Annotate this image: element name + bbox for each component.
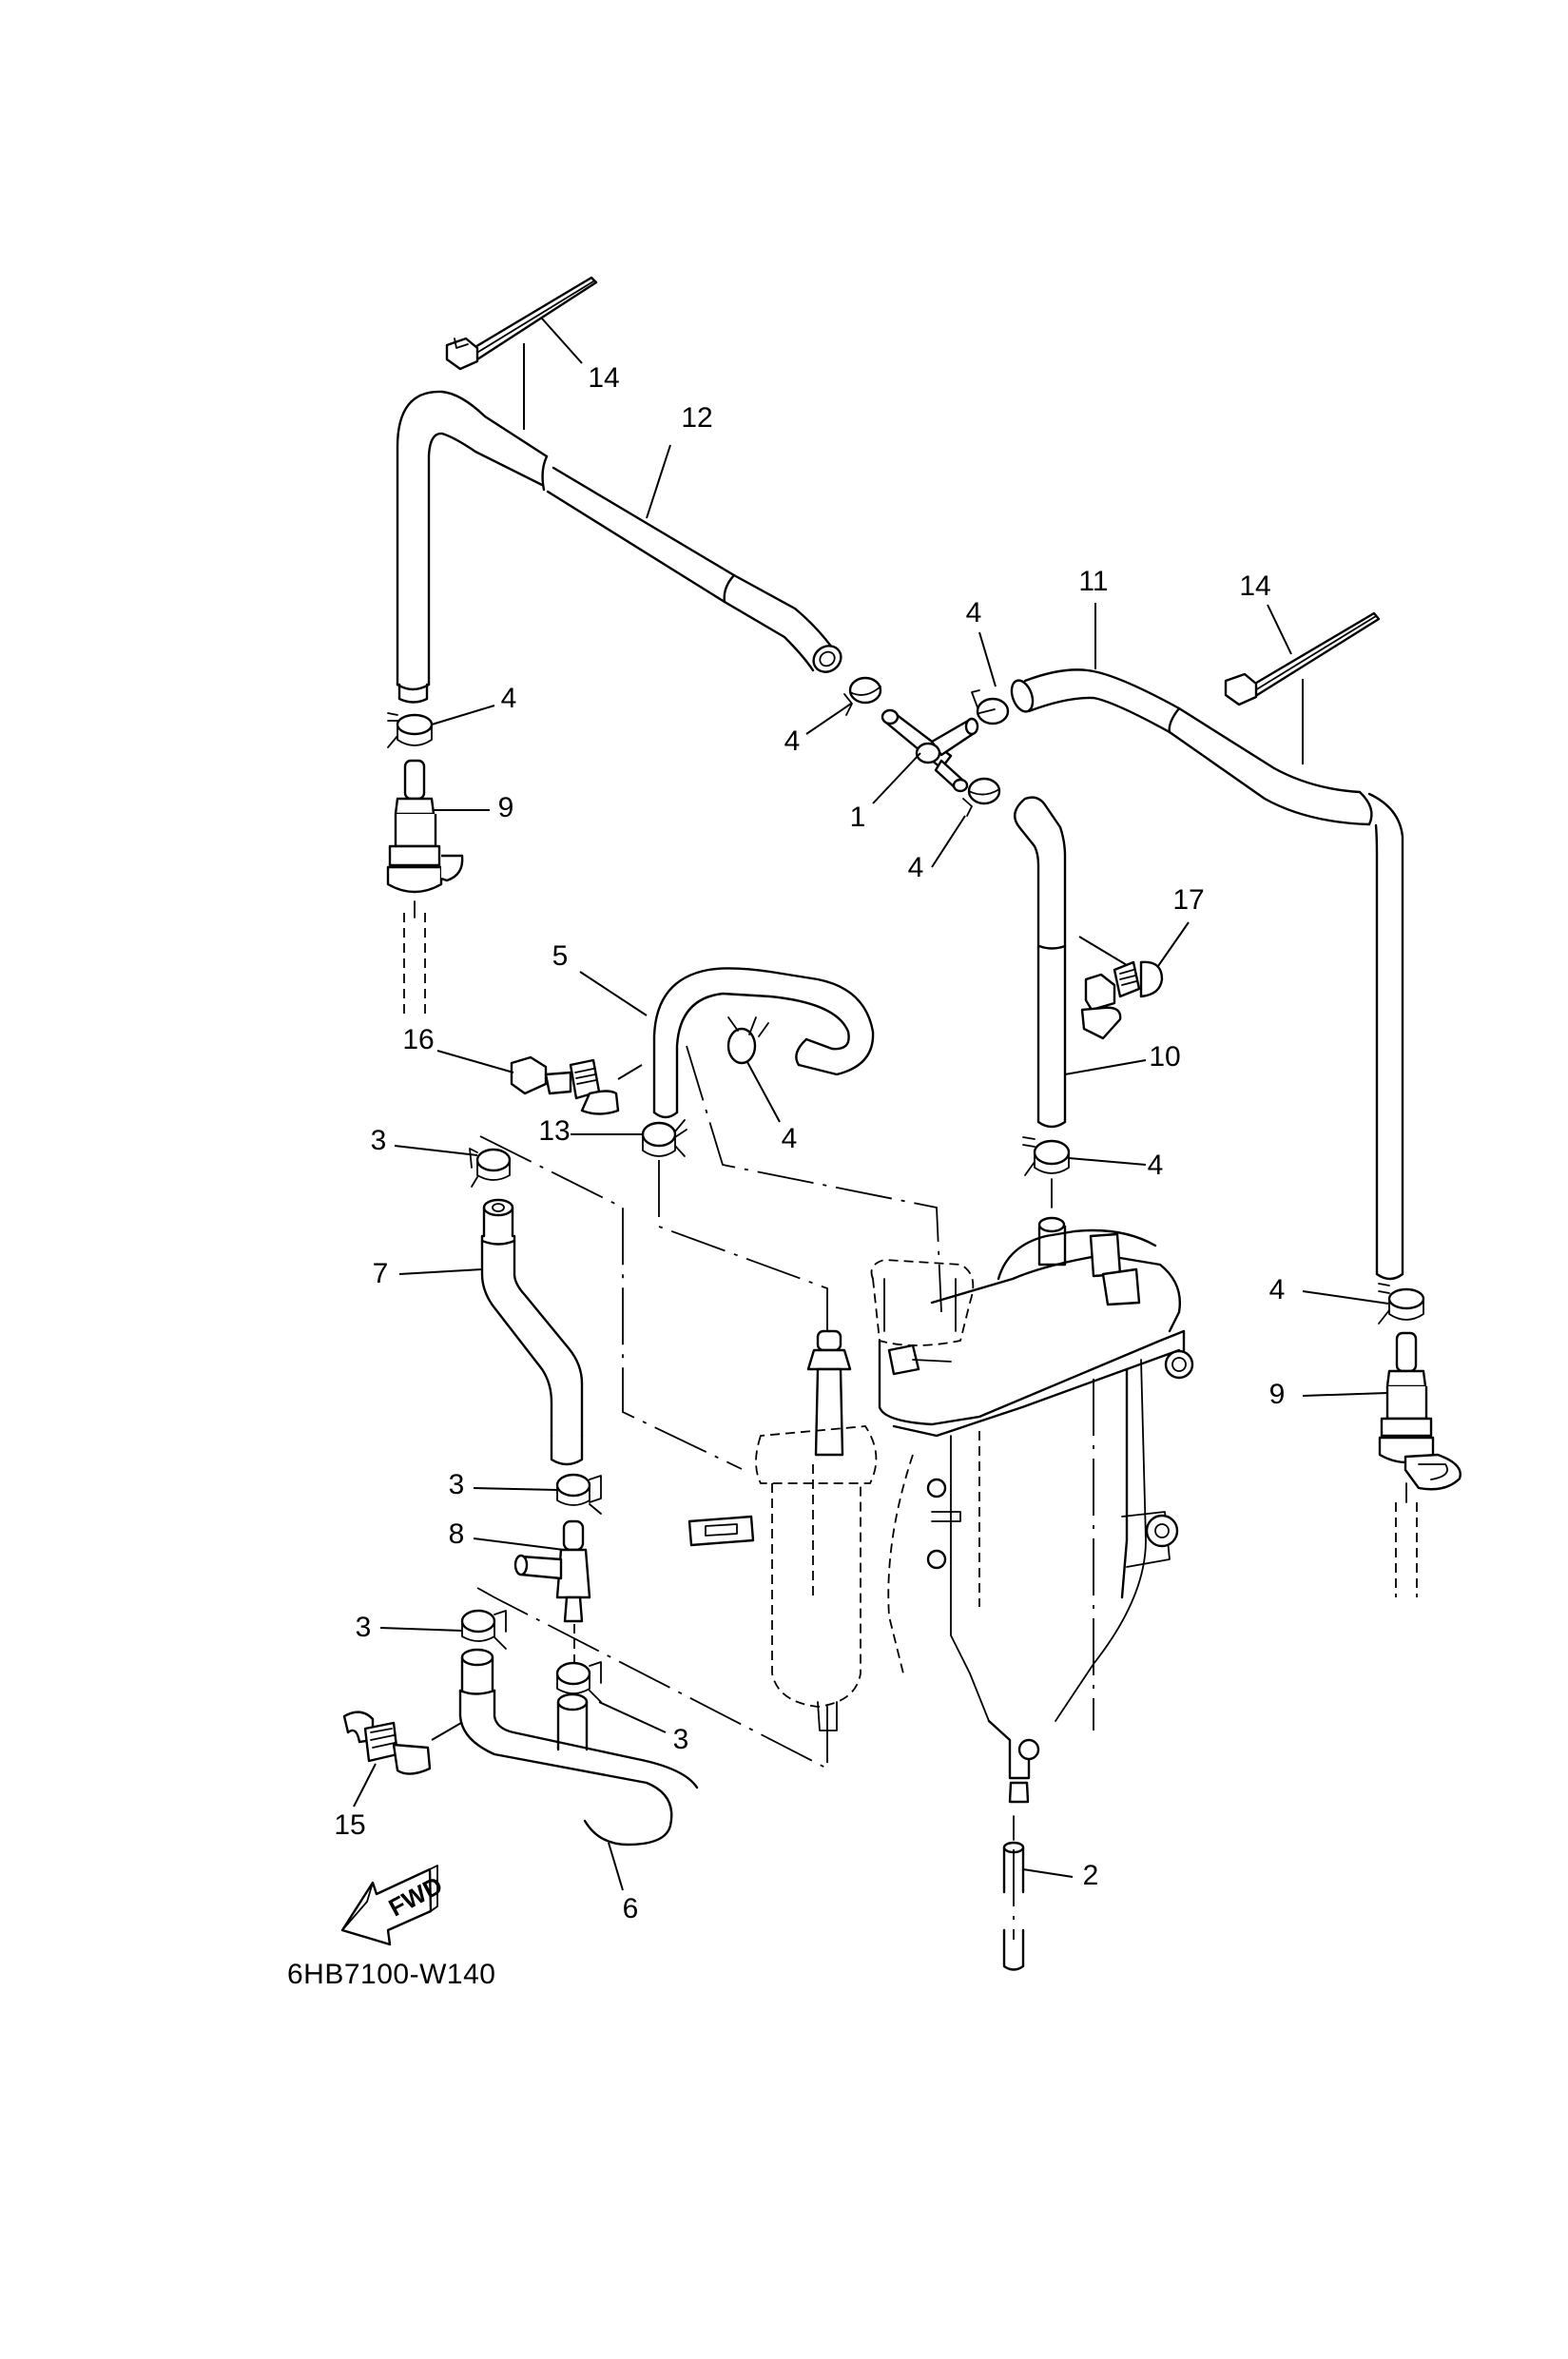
hose-10[interactable] <box>1014 796 1067 1129</box>
assembly-line <box>658 1160 828 1360</box>
quick-connector-icon[interactable] <box>1378 1331 1462 1597</box>
callout-2[interactable]: 2 <box>1082 1860 1099 1891</box>
callout-9[interactable]: 9 <box>1268 1379 1286 1410</box>
callout-6[interactable]: 6 <box>622 1893 639 1924</box>
callout-12[interactable]: 12 <box>681 402 713 434</box>
quick-connector-icon[interactable] <box>386 712 464 1017</box>
leader-12 <box>646 444 671 519</box>
tee-joint-icon[interactable] <box>513 1519 591 1623</box>
callout-15[interactable]: 15 <box>334 1809 366 1841</box>
callout-4[interactable]: 4 <box>781 1123 798 1154</box>
leader-17-position <box>1078 936 1128 966</box>
callout-1[interactable]: 1 <box>849 802 866 833</box>
leader-17 <box>1157 921 1190 967</box>
callout-17[interactable]: 17 <box>1172 884 1205 916</box>
fuel-filter-assembly[interactable] <box>687 1216 1194 1804</box>
leader-3b <box>473 1487 558 1491</box>
leader-7 <box>398 1268 483 1275</box>
hose-5[interactable] <box>652 967 875 1119</box>
leader-16-position <box>617 1064 643 1080</box>
hose-2[interactable] <box>1002 1815 1025 1971</box>
hose-clip-icon[interactable] <box>469 1148 512 1188</box>
callout-3[interactable]: 3 <box>370 1125 387 1156</box>
callout-4[interactable]: 4 <box>1268 1274 1286 1305</box>
callout-4[interactable]: 4 <box>907 852 924 883</box>
hose-clip-icon[interactable] <box>1378 1283 1425 1325</box>
leader-2 <box>1022 1868 1074 1878</box>
leader-4c <box>431 705 495 725</box>
leader-8 <box>473 1537 565 1551</box>
tee-joint-icon[interactable] <box>881 708 979 793</box>
cable-tie-icon[interactable] <box>445 276 598 371</box>
assembly-line <box>479 1135 743 1470</box>
callout-7[interactable]: 7 <box>372 1258 389 1289</box>
callout-10[interactable]: 10 <box>1149 1041 1181 1073</box>
callout-8[interactable]: 8 <box>448 1518 465 1550</box>
hose-12[interactable] <box>396 390 846 704</box>
callout-9[interactable]: 9 <box>497 792 514 823</box>
forward-arrow-icon: FWD <box>340 1865 447 1946</box>
hose-clip-icon[interactable] <box>387 712 434 748</box>
assembly-line <box>476 1587 828 1770</box>
leader-15-position <box>431 1722 462 1741</box>
hose-clip-icon[interactable] <box>971 689 1010 725</box>
hose-clip-icon[interactable] <box>1022 1136 1071 1176</box>
callout-13[interactable]: 13 <box>538 1115 571 1147</box>
leader-15 <box>353 1763 377 1808</box>
leader-9b <box>1302 1392 1388 1397</box>
callout-16[interactable]: 16 <box>402 1024 435 1055</box>
hose-clip-icon[interactable] <box>460 1609 507 1650</box>
leader-6 <box>608 1842 624 1891</box>
hose-holder-icon[interactable] <box>1080 960 1164 1040</box>
leader-4g <box>1302 1290 1389 1305</box>
leader-4f <box>1068 1157 1147 1166</box>
leader-4a <box>978 631 997 687</box>
leader-4d <box>931 815 966 868</box>
hose-clip-icon[interactable] <box>641 1119 687 1157</box>
leader-16 <box>436 1050 514 1073</box>
hose-clip-icon[interactable] <box>962 777 1001 817</box>
hose-11[interactable] <box>1008 668 1404 1281</box>
assembly-line <box>686 1045 942 1313</box>
hose-clip-icon[interactable] <box>843 676 882 716</box>
callout-3[interactable]: 3 <box>672 1724 689 1755</box>
diagram-reference-code: 6HB7100-W140 <box>287 1959 496 1990</box>
leader-3a <box>394 1145 478 1156</box>
hose-clip-icon[interactable] <box>726 1016 769 1065</box>
leader-3d <box>598 1701 667 1733</box>
leader-1 <box>872 752 921 804</box>
callout-4[interactable]: 4 <box>500 683 517 714</box>
callout-3[interactable]: 3 <box>355 1612 372 1643</box>
cable-tie-icon[interactable] <box>1224 611 1381 706</box>
callout-11[interactable]: 11 <box>1078 566 1109 597</box>
callout-3[interactable]: 3 <box>448 1469 465 1500</box>
callout-4[interactable]: 4 <box>1147 1150 1164 1181</box>
callout-4[interactable]: 4 <box>784 725 801 757</box>
callout-14[interactable]: 14 <box>1239 570 1271 602</box>
leader-14a <box>541 318 583 364</box>
hose-holder-icon[interactable] <box>342 1711 432 1775</box>
leader-5 <box>579 971 648 1016</box>
leader-14b <box>1267 604 1292 655</box>
leader-10 <box>1064 1059 1147 1075</box>
hose-6[interactable] <box>458 1648 699 1847</box>
leader-4b <box>805 703 852 735</box>
hose-7[interactable] <box>480 1198 584 1466</box>
leader-3c <box>379 1627 463 1632</box>
callout-4[interactable]: 4 <box>965 597 982 628</box>
hose-holder-icon[interactable] <box>510 1055 620 1115</box>
leader-4e <box>746 1061 781 1123</box>
callout-5[interactable]: 5 <box>552 940 569 972</box>
callout-14[interactable]: 14 <box>588 362 620 394</box>
hose-clip-icon[interactable] <box>555 1473 602 1515</box>
